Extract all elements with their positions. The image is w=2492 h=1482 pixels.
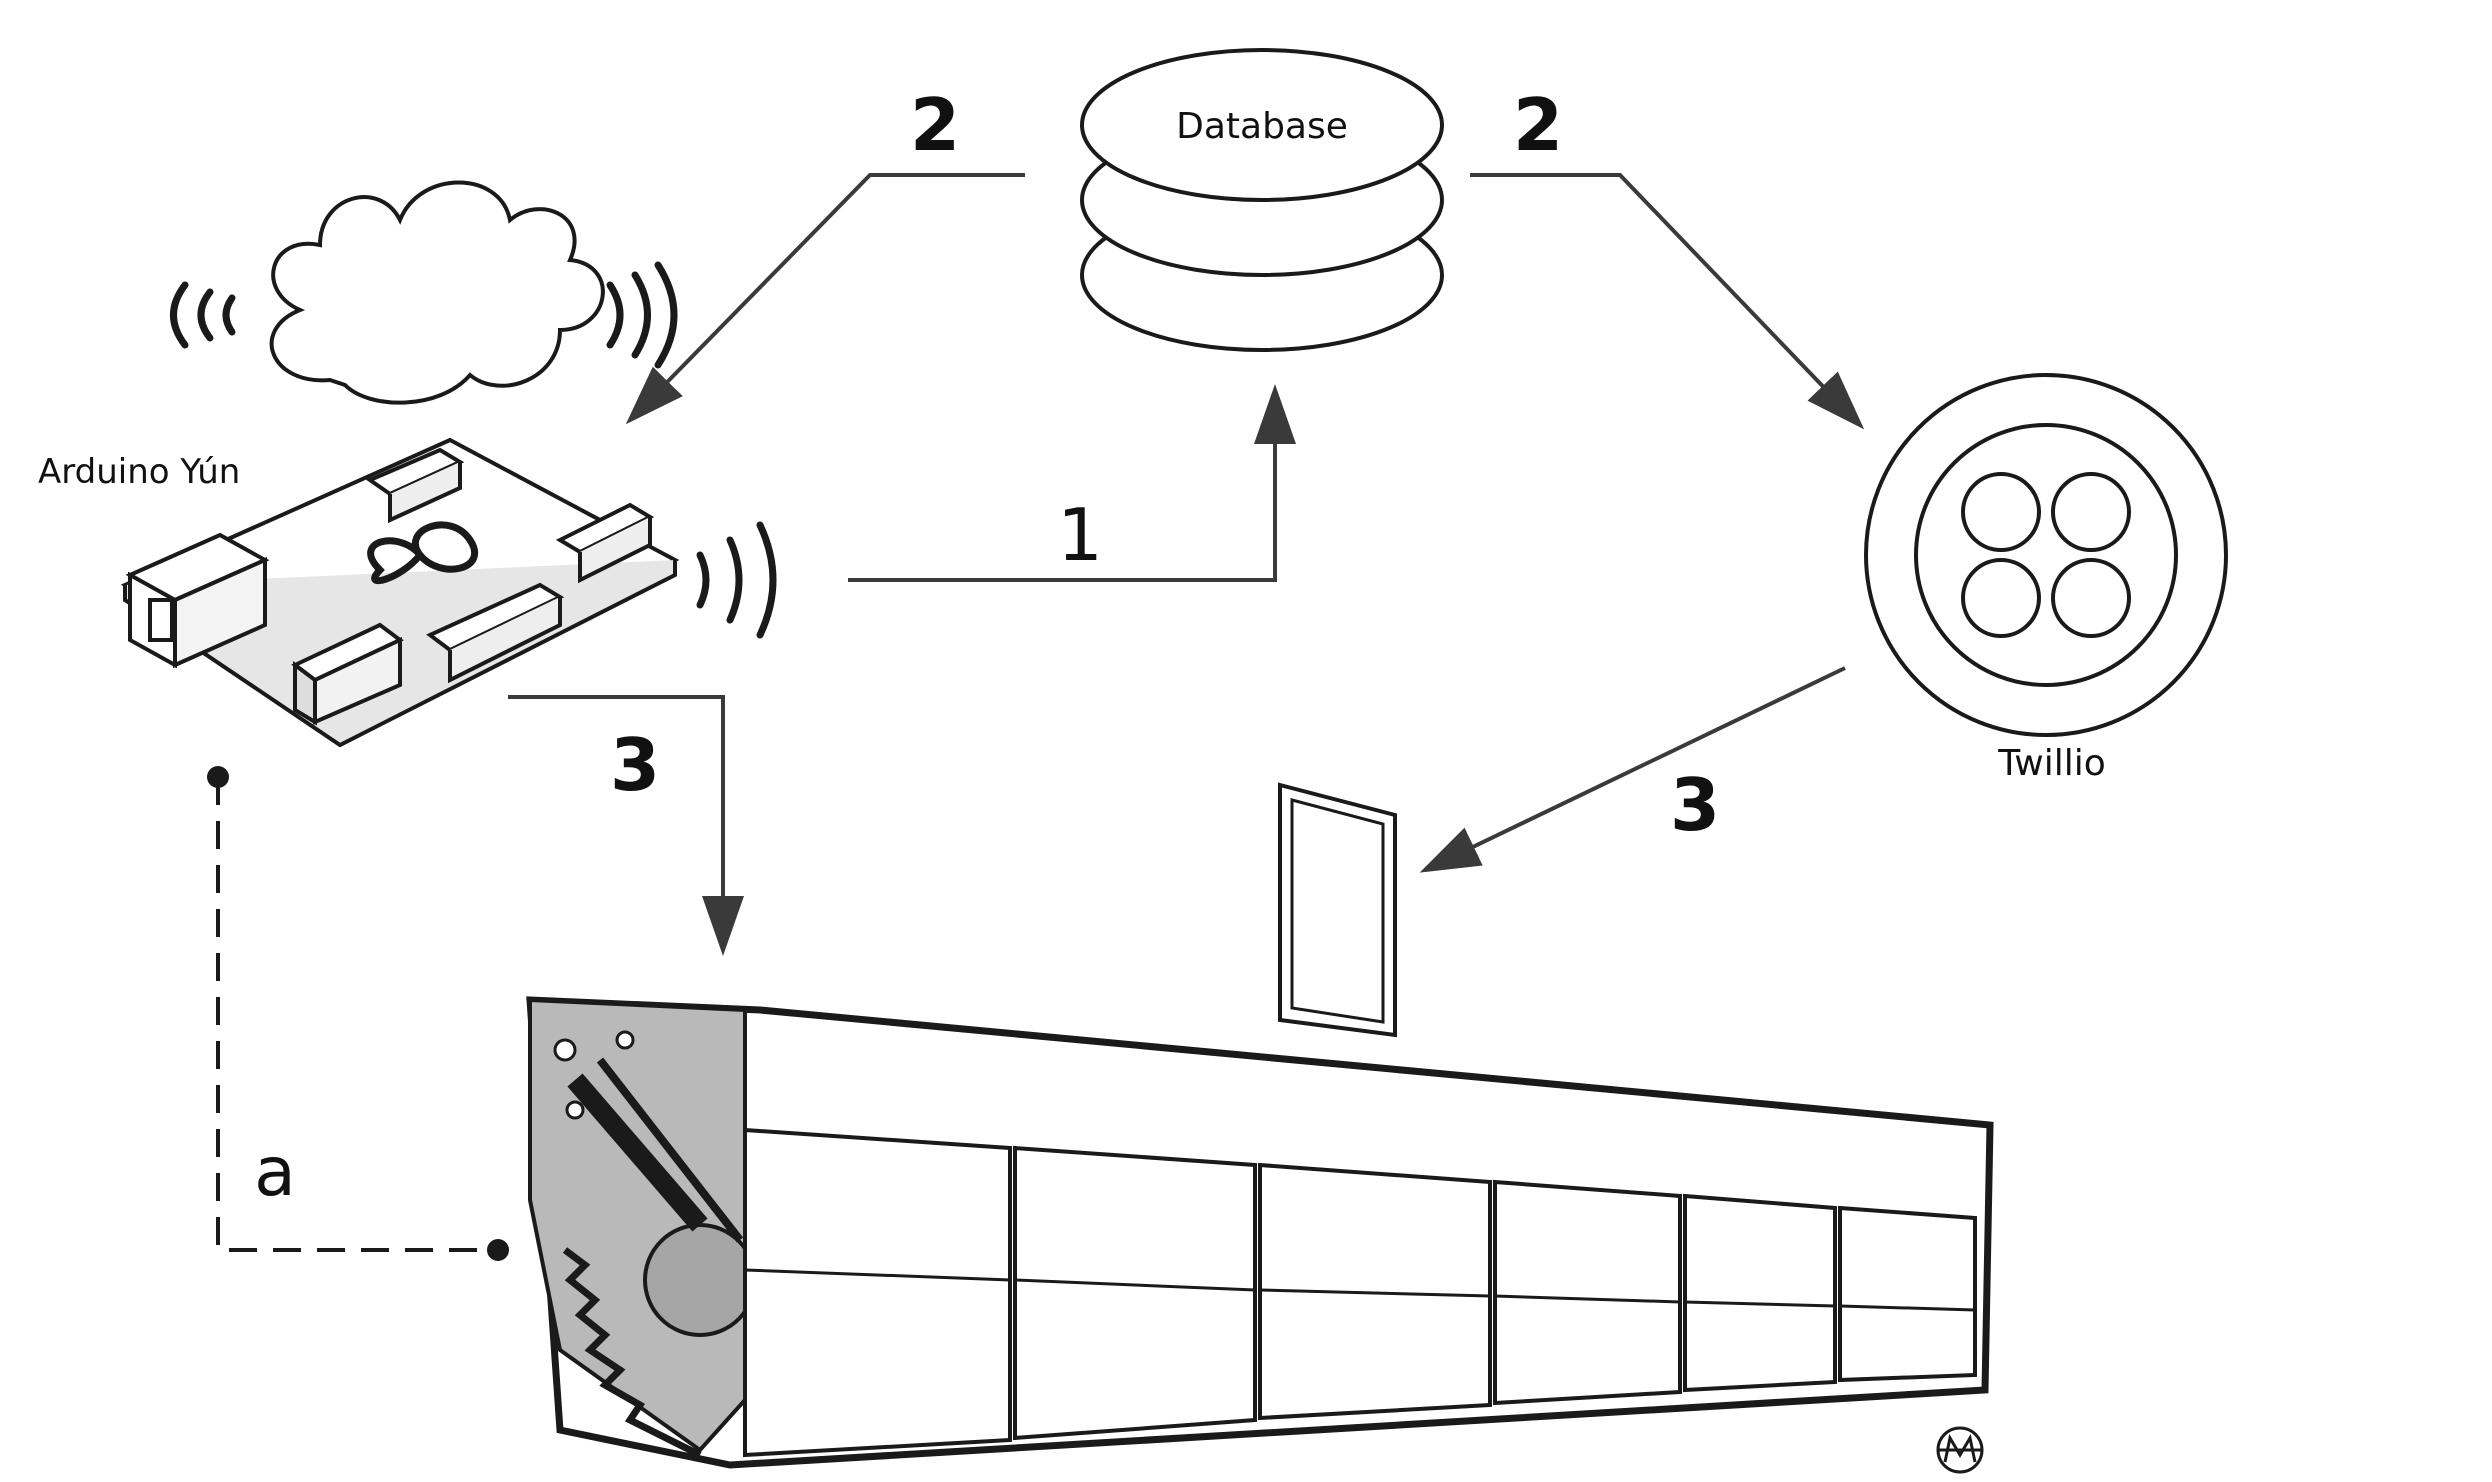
step-2-right-label: 2 <box>1513 83 1563 167</box>
connection-a-label: a <box>254 1133 296 1212</box>
wireless-signal-icon <box>696 521 777 639</box>
connection-a-dashed <box>207 766 509 1261</box>
step-3-left-label: 3 <box>610 723 660 807</box>
arrow-3-twillio-to-tablet <box>1419 666 1846 873</box>
arduino-label: Arduino Yún <box>38 452 240 492</box>
cloud-icon <box>269 180 605 405</box>
arrow-2-database-to-twillio <box>1470 173 1865 430</box>
step-3-right-label: 3 <box>1670 763 1720 847</box>
wireless-signal-icon <box>170 261 678 369</box>
arrow-3-arduino-to-device <box>508 695 744 956</box>
arrow-1-arduino-to-database <box>848 384 1296 582</box>
tablet-icon <box>1278 782 1397 1038</box>
arrow-2-database-to-arduino <box>625 173 1025 425</box>
database-label: Database <box>1176 106 1348 147</box>
arduino-board-icon <box>120 437 680 748</box>
twillio-label: Twillio <box>1997 743 2106 784</box>
twillio-logo-icon <box>1864 373 2228 737</box>
pet-feeder-device-icon <box>526 996 1994 1469</box>
step-1-label: 1 <box>1057 493 1103 577</box>
artist-monogram-icon <box>1936 1426 1984 1474</box>
step-2-left-label: 2 <box>910 83 960 167</box>
database-stack-icon <box>1080 48 1444 352</box>
